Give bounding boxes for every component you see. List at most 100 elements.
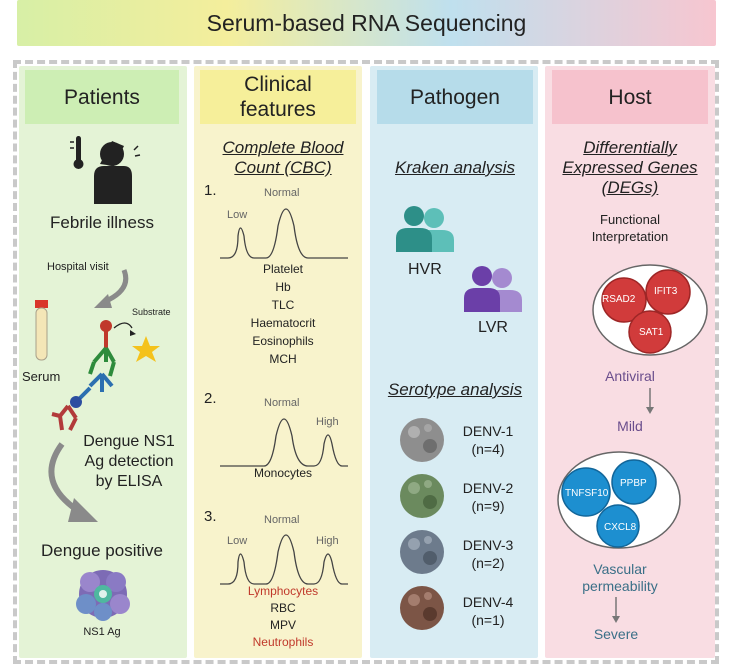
serum-tube-icon <box>35 300 48 361</box>
antiviral-arrow <box>646 388 654 414</box>
functional-line2: Interpretation <box>591 229 669 244</box>
param-haematocrit: Haematocrit <box>250 316 316 330</box>
dengue-positive-label: Dengue positive <box>41 541 163 560</box>
vascular-line1: Vascular <box>593 561 647 577</box>
gene-ifit3: IFIT3 <box>654 286 678 297</box>
title-banner: Serum-based RNA Sequencing <box>17 0 716 46</box>
param-eosinophils: Eosinophils <box>252 334 314 348</box>
ns1-line1: Dengue NS1 <box>83 433 175 450</box>
ns1-line3: by ELISA <box>95 473 163 490</box>
vascular-line2: permeability <box>582 578 658 594</box>
denv4-count: (n=1) <box>471 612 505 628</box>
cbc-line2: Count (CBC) <box>234 158 332 177</box>
hvr-group-icon <box>396 206 454 252</box>
param-tlc: TLC <box>271 298 295 312</box>
dashed-frame <box>13 60 719 664</box>
denv4-label: DENV-4 (n=1) <box>454 593 522 629</box>
gene-ppbp: PPBP <box>620 478 647 489</box>
functional-line1: Functional <box>600 212 660 227</box>
denv3-label: DENV-3 (n=2) <box>454 536 522 572</box>
denv1-virus-icon <box>400 418 444 462</box>
denv3-count: (n=2) <box>471 555 505 571</box>
denv3-virus-icon <box>400 530 444 574</box>
number-2: 2. <box>204 390 217 407</box>
distribution-curve-1 <box>220 208 348 259</box>
param-platelet: Platelet <box>262 262 304 276</box>
febrile-illness-label: Febrile illness <box>50 213 154 232</box>
lvr-label: LVR <box>478 319 508 336</box>
param-lymphocytes: Lymphocytes <box>247 584 319 598</box>
cbc-line1: Complete Blood <box>222 138 344 157</box>
denv2-label: DENV-2 (n=9) <box>454 479 522 515</box>
low-label-3: Low <box>227 535 248 547</box>
denv1-label: DENV-1 (n=4) <box>454 422 522 458</box>
cbc-heading: Complete Blood Count (CBC) <box>200 138 366 178</box>
clinical-header: Clinical features <box>200 70 356 124</box>
functional-interpretation: Functional Interpretation <box>545 211 715 245</box>
high-label-3: High <box>316 535 339 547</box>
lvr-group-icon <box>464 266 522 312</box>
pathogen-header: Pathogen <box>377 70 533 124</box>
denv2-count: (n=9) <box>471 498 505 514</box>
substrate-label: Substrate <box>132 307 171 317</box>
vascular-arrow <box>612 597 620 623</box>
curved-arrow <box>48 442 98 522</box>
gene-cxcl8: CXCL8 <box>604 522 637 533</box>
cbc-list-1: Platelet Hb TLC Haematocrit Eosinophils … <box>200 260 366 368</box>
low-label-1: Low <box>227 209 248 221</box>
serotype-heading: Serotype analysis <box>387 380 523 399</box>
elisa-antibody-icon <box>51 320 160 431</box>
kraken-heading: Kraken analysis <box>394 158 515 177</box>
gene-rsad2: RSAD2 <box>602 294 636 305</box>
param-mch: MCH <box>269 352 297 366</box>
ns1-line2: Ag detection <box>84 453 174 470</box>
mild-label: Mild <box>617 418 643 434</box>
clinical-header-line2: features <box>240 98 316 121</box>
ns1-antigen-icon <box>76 570 130 621</box>
denv2-virus-icon <box>400 474 444 518</box>
pathogen-header-label: Pathogen <box>410 85 500 109</box>
distribution-curve-2 <box>220 418 348 467</box>
normal-label-1: Normal <box>264 187 300 199</box>
denv4-virus-icon <box>400 586 444 630</box>
denv3-name: DENV-3 <box>462 537 514 553</box>
cbc-list-3: Lymphocytes RBC MPV Neutrophils <box>200 583 366 651</box>
ns1-detection-label: Dengue NS1 Ag detection by ELISA <box>70 432 188 492</box>
gene-tnfsf10: TNFSF10 <box>565 488 609 499</box>
param-rbc: RBC <box>270 601 296 615</box>
serum-label: Serum <box>22 369 61 384</box>
ns1-ag-label: NS1 Ag <box>83 626 121 638</box>
degs-heading: Differentially Expressed Genes (DEGs) <box>545 138 715 198</box>
patient-fever-icon <box>70 136 141 204</box>
patients-header: Patients <box>25 70 179 124</box>
number-1: 1. <box>204 182 217 199</box>
degs-line2: Expressed Genes <box>562 158 698 177</box>
antiviral-label: Antiviral <box>605 368 655 384</box>
gene-sat1: SAT1 <box>639 327 664 338</box>
hospital-visit-label: Hospital visit <box>47 261 109 273</box>
hospital-arrow <box>94 269 129 308</box>
denv2-name: DENV-2 <box>462 480 514 496</box>
host-header-label: Host <box>608 85 652 109</box>
denv4-name: DENV-4 <box>462 594 514 610</box>
patients-header-label: Patients <box>64 85 140 109</box>
patients-column <box>19 66 187 658</box>
antiviral-gene-cluster <box>592 264 708 356</box>
param-monocytes: Monocytes <box>253 466 313 480</box>
clinical-column <box>194 66 362 658</box>
param-neutrophils: Neutrophils <box>252 635 314 649</box>
host-header: Host <box>552 70 708 124</box>
degs-line1: Differentially <box>583 138 677 157</box>
high-label-2: High <box>316 416 339 428</box>
host-column <box>545 66 715 658</box>
degs-line3: (DEGs) <box>601 178 659 197</box>
param-hb: Hb <box>275 280 291 294</box>
clinical-header-line1: Clinical <box>244 73 312 96</box>
pathogen-column <box>370 66 538 658</box>
normal-label-3: Normal <box>264 514 300 526</box>
page-title: Serum-based RNA Sequencing <box>206 9 527 36</box>
severe-label: Severe <box>593 626 639 642</box>
vascular-gene-cluster <box>557 451 681 549</box>
distribution-curve-3 <box>220 534 348 585</box>
denv1-count: (n=4) <box>471 441 505 457</box>
